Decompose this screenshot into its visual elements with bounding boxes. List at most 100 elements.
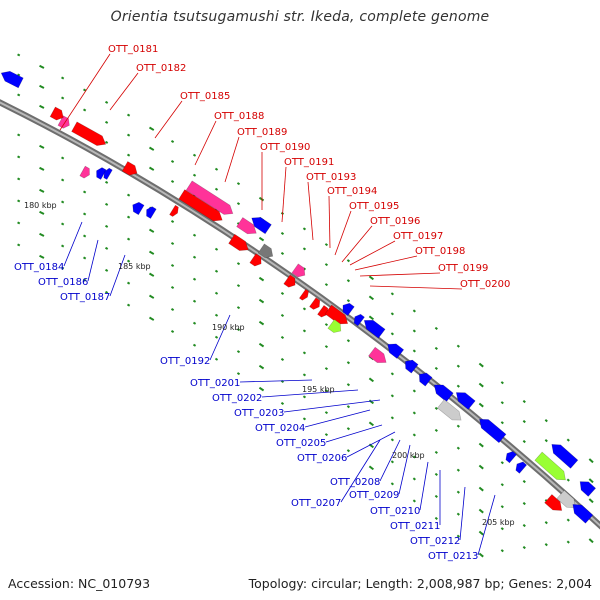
tick-mark <box>170 179 175 184</box>
tick-mark <box>280 357 285 361</box>
gene-arrow <box>556 489 576 509</box>
tick-mark <box>390 482 394 486</box>
tick-mark <box>522 399 526 404</box>
tick-mark <box>39 210 45 215</box>
tick-mark <box>434 516 438 520</box>
tick-mark <box>61 178 65 182</box>
gene-arrow <box>418 372 433 387</box>
leader-line <box>325 424 383 443</box>
tick-mark <box>500 505 504 509</box>
tick-mark <box>83 278 87 282</box>
gene-arrow <box>185 180 234 215</box>
tick-mark <box>39 254 45 259</box>
topology-text: Topology: circular; Length: 2,008,987 bp… <box>248 576 592 591</box>
tick-mark <box>105 290 109 294</box>
tick-mark <box>170 307 175 312</box>
tick-mark <box>324 367 329 371</box>
leader-line <box>419 461 429 511</box>
tick-mark <box>588 538 594 544</box>
tick-mark <box>566 518 570 522</box>
leader-line <box>109 72 139 111</box>
tick-mark <box>434 494 438 498</box>
gene-arrow <box>96 167 107 180</box>
gene-arrow <box>71 121 107 146</box>
tick-mark <box>258 196 265 202</box>
tick-mark <box>126 193 131 197</box>
tick-mark <box>566 438 570 442</box>
gene-arrow <box>551 444 579 469</box>
tick-mark <box>39 188 45 193</box>
tick-mark <box>456 468 460 472</box>
tick-mark <box>126 237 131 241</box>
tick-mark <box>192 277 197 281</box>
tick-mark <box>236 372 241 376</box>
tick-mark <box>500 527 504 531</box>
tick-mark <box>17 133 21 137</box>
gene-arrow <box>505 450 518 464</box>
gene-arrow <box>132 201 145 216</box>
reverse-gene-label: OTT_0207 <box>291 498 341 509</box>
tick-mark <box>236 182 241 186</box>
tick-mark <box>544 543 548 547</box>
tick-mark <box>390 312 394 316</box>
tick-mark <box>192 173 197 177</box>
tick-mark <box>61 222 65 226</box>
tick-mark <box>148 316 155 321</box>
gene-arrow <box>103 167 113 180</box>
tick-mark <box>236 328 241 332</box>
tick-mark <box>61 96 65 100</box>
tick-mark <box>302 351 307 355</box>
tick-mark <box>324 411 329 415</box>
tick-mark <box>39 64 45 69</box>
tick-mark <box>170 159 175 164</box>
tick-mark <box>258 298 265 304</box>
tick-mark <box>258 364 265 370</box>
tick-mark <box>214 291 219 295</box>
tick-mark <box>434 472 438 476</box>
leader-line <box>340 439 381 503</box>
leader-line <box>369 285 463 290</box>
gene-arrow <box>342 302 355 317</box>
tick-mark <box>478 530 484 536</box>
forward-gene-label: OTT_0188 <box>214 111 264 122</box>
tick-mark <box>522 501 526 506</box>
gene-arrow <box>579 481 597 497</box>
tick-mark <box>280 251 285 255</box>
forward-gene-label: OTT_0196 <box>370 216 420 227</box>
tick-mark <box>170 263 175 268</box>
tick-mark <box>522 479 526 484</box>
tick-mark <box>456 512 460 516</box>
tick-mark <box>588 458 594 464</box>
tick-mark <box>346 427 351 431</box>
gene-arrow <box>317 305 329 318</box>
tick-mark <box>500 461 504 465</box>
reverse-gene-label: OTT_0208 <box>330 477 380 488</box>
tick-mark <box>17 243 21 247</box>
reverse-gene-label: OTT_0192 <box>160 356 210 367</box>
tick-mark <box>105 224 109 228</box>
tick-mark <box>346 339 351 343</box>
tick-mark <box>412 433 416 437</box>
gene-labels: OTT_0181OTT_0182OTT_0185OTT_0188OTT_0189… <box>14 44 510 562</box>
tick-mark <box>368 295 374 301</box>
reverse-gene-label: OTT_0187 <box>60 292 110 303</box>
tick-mark <box>148 228 155 233</box>
tick-mark <box>522 439 526 444</box>
tick-mark <box>390 292 394 296</box>
gene-arrow <box>251 217 272 235</box>
tick-mark <box>236 262 241 266</box>
forward-gene-label: OTT_0191 <box>284 157 334 168</box>
leader-line <box>359 272 441 277</box>
forward-gene-label: OTT_0190 <box>260 142 310 153</box>
tick-mark <box>105 100 109 104</box>
tick-mark <box>214 167 219 171</box>
tick-mark <box>500 421 504 425</box>
tick-mark <box>192 153 197 157</box>
reverse-gene-label: OTT_0201 <box>190 378 240 389</box>
gene-arrow <box>283 274 296 288</box>
tick-mark <box>324 283 329 287</box>
tick-mark <box>83 108 87 112</box>
tick-mark <box>324 345 329 349</box>
tick-mark <box>346 259 351 263</box>
tick-mark <box>588 478 594 484</box>
